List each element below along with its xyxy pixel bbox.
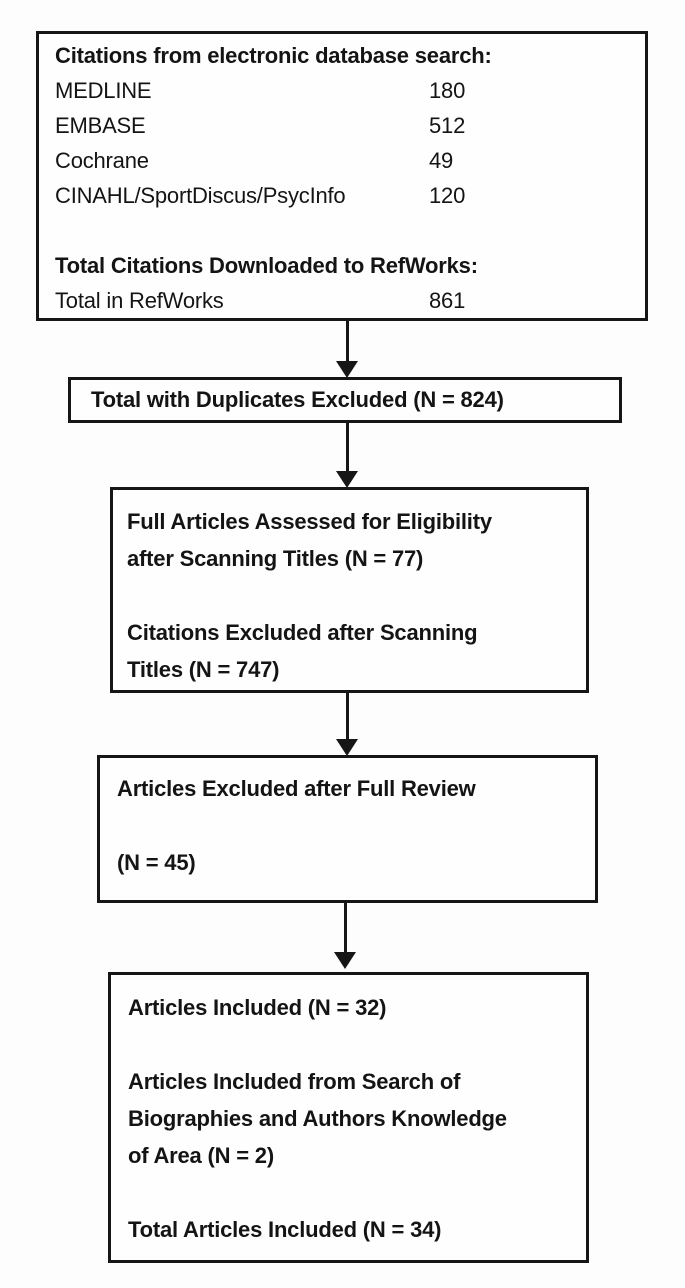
arrow-head (336, 739, 358, 756)
database-count: 180 (429, 78, 466, 103)
arrow-shaft (345, 423, 349, 471)
box3-line: after Scanning Titles (N = 77) (127, 546, 424, 571)
box4-line: (N = 45) (117, 850, 196, 875)
eligibility-box: Full Articles Assessed for Eligibility a… (110, 487, 589, 693)
box5-line: Articles Included (N = 32) (128, 995, 387, 1020)
arrow-head (336, 361, 358, 378)
database-label: Cochrane (55, 148, 149, 173)
blank-line (128, 1026, 586, 1063)
blank-line (55, 213, 645, 248)
down-arrow (334, 903, 356, 969)
total-count: 861 (429, 288, 466, 313)
box5-line: Total Articles Included (N = 34) (128, 1217, 442, 1242)
database-label: EMBASE (55, 113, 146, 138)
box3-line: Full Articles Assessed for Eligibility (127, 509, 492, 534)
blank-line (127, 577, 586, 614)
full-review-excluded-box: Articles Excluded after Full Review (N =… (97, 755, 598, 903)
arrow-head (334, 952, 356, 969)
duplicates-excluded-box: Total with Duplicates Excluded (N = 824) (68, 377, 622, 423)
database-count: 49 (429, 148, 454, 173)
blank-line (117, 807, 595, 844)
box5-line: of Area (N = 2) (128, 1143, 274, 1168)
database-count: 512 (429, 113, 466, 138)
total-row: Total in RefWorks 861 (55, 283, 645, 318)
articles-included-box: Articles Included (N = 32) Articles Incl… (108, 972, 589, 1263)
blank-line (128, 1174, 586, 1211)
box1-header: Citations from electronic database searc… (55, 43, 492, 68)
arrow-shaft (345, 693, 349, 739)
box5-line: Biographies and Authors Knowledge (128, 1106, 507, 1131)
database-count: 120 (429, 183, 466, 208)
box4-line: Articles Excluded after Full Review (117, 776, 476, 801)
arrow-head (336, 471, 358, 488)
database-row: EMBASE 512 (55, 108, 645, 143)
arrow-shaft (343, 903, 347, 952)
arrow-shaft (345, 321, 349, 361)
down-arrow (336, 423, 358, 488)
box2-text: Total with Duplicates Excluded (N = 824) (91, 387, 504, 412)
database-row: CINAHL/SportDiscus/PsycInfo 120 (55, 178, 645, 213)
database-label: MEDLINE (55, 78, 152, 103)
database-row: Cochrane 49 (55, 143, 645, 178)
box3-line: Citations Excluded after Scanning (127, 620, 478, 645)
total-label: Total in RefWorks (55, 288, 224, 313)
database-search-box: Citations from electronic database searc… (36, 31, 648, 321)
database-label: CINAHL/SportDiscus/PsycInfo (55, 183, 346, 208)
box5-line: Articles Included from Search of (128, 1069, 461, 1094)
down-arrow (336, 693, 358, 756)
box1-subheader: Total Citations Downloaded to RefWorks: (55, 253, 478, 278)
database-row: MEDLINE 180 (55, 73, 645, 108)
box3-line: Titles (N = 747) (127, 657, 280, 682)
down-arrow (336, 321, 358, 378)
